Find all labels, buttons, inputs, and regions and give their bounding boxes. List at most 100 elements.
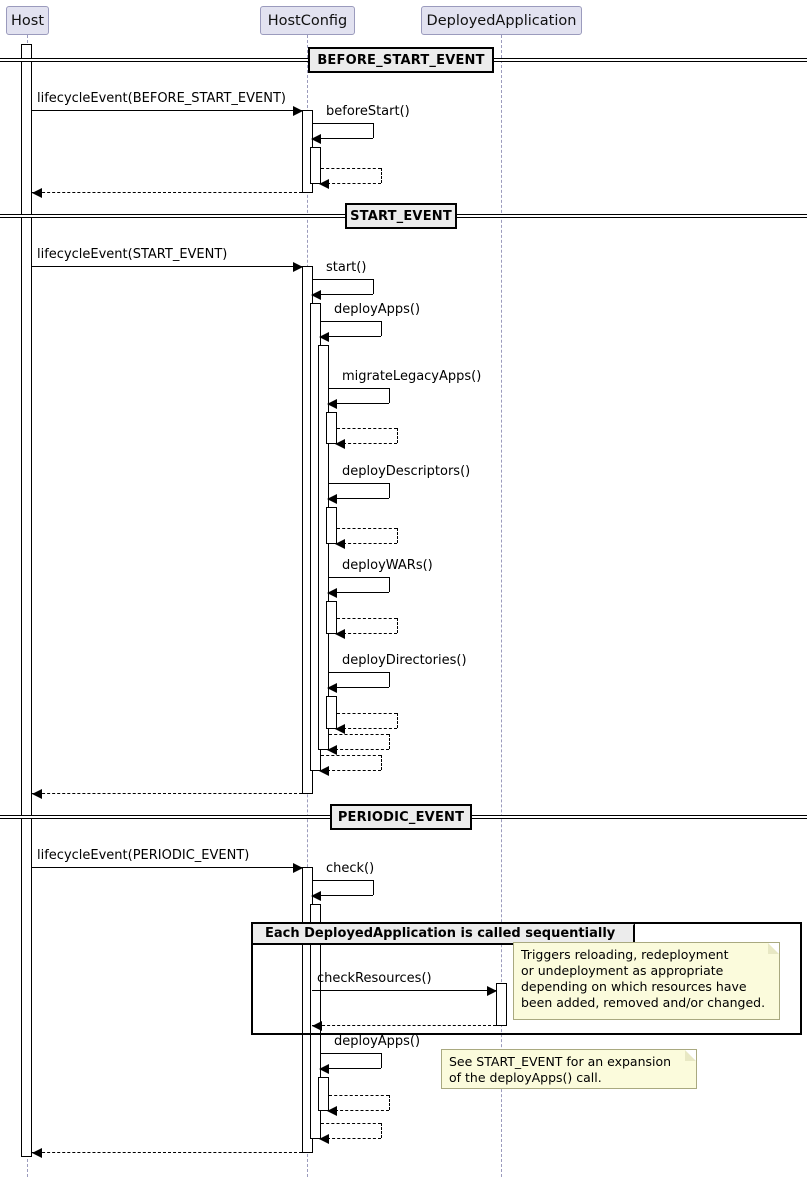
arrowhead-deploy-descriptors-return — [335, 539, 345, 549]
message-label-deploy-apps-periodic: deployApps() — [334, 1034, 421, 1049]
sequential-group — [251, 922, 802, 1035]
selfcall-bottom-deploy-apps — [327, 336, 381, 337]
selfcall-side-deploy-directories — [389, 672, 390, 687]
selfcall-side-deploy-directories-return — [397, 713, 398, 728]
hostconfig-self-activation-7 — [326, 696, 337, 729]
message-label-deploy-apps: deployApps() — [334, 302, 421, 317]
selfcall-bottom-migrate-legacy-return — [343, 443, 397, 444]
participant-host[interactable]: Host — [6, 6, 49, 35]
message-label-migrate-legacy-apps: migrateLegacyApps() — [342, 369, 482, 384]
selfcall-top-deploy-wars — [329, 577, 389, 578]
selfcall-side-deploy-apps-periodic-return — [389, 1095, 390, 1110]
message-line-start-reply — [32, 793, 302, 794]
divider-label-periodic_event: PERIODIC_EVENT — [330, 804, 472, 830]
selfcall-bottom-before-start-return — [327, 183, 381, 184]
sequential-group-label: Each DeployedApplication is called seque… — [253, 924, 635, 945]
selfcall-side-deploy-descriptors-return — [397, 528, 398, 543]
arrowhead-deploy-apps-periodic-return — [327, 1106, 337, 1116]
selfcall-side-check-return — [381, 1123, 382, 1138]
arrowhead-lifecycle-before-start — [293, 106, 303, 116]
message-label-deploy-wars: deployWARs() — [342, 558, 433, 573]
selfcall-side-start-return — [381, 755, 382, 770]
arrowhead-deploy-directories — [327, 683, 337, 693]
selfcall-top-migrate-legacy-apps — [329, 388, 389, 389]
selfcall-top-deploy-directories-return — [337, 713, 397, 714]
message-line-lifecycle-before-start — [32, 110, 302, 111]
arrowhead-lifecycle-start — [293, 262, 303, 272]
selfcall-bottom-deploy-directories-return — [343, 728, 397, 729]
selfcall-bottom-start-return — [327, 770, 381, 771]
participant-hostconfig[interactable]: HostConfig — [260, 6, 355, 35]
arrowhead-deploy-apps — [319, 332, 329, 342]
arrowhead-deploy-apps-return — [327, 745, 337, 755]
arrowhead-start-return — [319, 766, 329, 776]
message-label-before-start: beforeStart() — [326, 104, 410, 119]
hostconfig-self-activation-4 — [326, 412, 337, 444]
arrowhead-lifecycle-periodic — [293, 863, 303, 873]
selfcall-side-migrate-legacy-apps — [389, 388, 390, 403]
selfcall-top-deploy-directories — [329, 672, 389, 673]
arrowhead-start-reply — [32, 789, 42, 799]
arrowhead-check — [311, 891, 321, 901]
selfcall-top-deploy-apps — [321, 321, 381, 322]
selfcall-top-check — [313, 880, 373, 881]
hostconfig-self-activation-5 — [326, 507, 337, 544]
selfcall-side-before-start-return — [381, 168, 382, 183]
selfcall-side-check — [373, 880, 374, 895]
arrowhead-migrate-legacy-apps — [327, 399, 337, 409]
selfcall-bottom-migrate-legacy-apps — [335, 403, 389, 404]
selfcall-top-deploy-apps-periodic-return — [329, 1095, 389, 1096]
arrowhead-migrate-legacy-return — [335, 439, 345, 449]
message-line-lifecycle-periodic — [32, 867, 302, 868]
selfcall-top-deploy-descriptors-return — [337, 528, 397, 529]
selfcall-top-deploy-apps-return — [329, 734, 389, 735]
selfcall-bottom-deploy-directories — [335, 687, 389, 688]
selfcall-bottom-deploy-apps-return — [335, 749, 389, 750]
divider-label-start_event: START_EVENT — [345, 203, 457, 229]
selfcall-side-deploy-descriptors — [389, 483, 390, 498]
deploy-apps-note-fold-inner — [685, 1050, 696, 1061]
selfcall-bottom-deploy-descriptors-return — [343, 543, 397, 544]
selfcall-bottom-check — [319, 895, 373, 896]
deploy-apps-note: See START_EVENT for an expansion of the … — [441, 1049, 697, 1089]
selfcall-top-deploy-apps-periodic — [321, 1053, 381, 1054]
message-line-check-resources-return — [312, 1025, 496, 1026]
selfcall-top-start-return — [321, 755, 381, 756]
selfcall-side-migrate-legacy-return — [397, 428, 398, 443]
arrowhead-deploy-wars — [327, 588, 337, 598]
message-label-lifecycle-start: lifecycleEvent(START_EVENT) — [37, 247, 228, 262]
selfcall-bottom-deploy-wars — [335, 592, 389, 593]
arrowhead-start — [311, 290, 321, 300]
selfcall-bottom-deploy-apps-periodic-return — [335, 1110, 389, 1111]
deployedapp-activation — [496, 983, 507, 1026]
selfcall-side-deploy-apps — [381, 321, 382, 336]
message-line-lifecycle-start — [32, 266, 302, 267]
message-line-periodic-reply — [32, 1152, 302, 1153]
message-label-deploy-descriptors: deployDescriptors() — [342, 464, 471, 479]
participant-deployedapplication[interactable]: DeployedApplication — [421, 6, 582, 35]
selfcall-side-before-start — [373, 123, 374, 138]
message-label-lifecycle-periodic: lifecycleEvent(PERIODIC_EVENT) — [37, 848, 250, 863]
selfcall-bottom-deploy-descriptors — [335, 498, 389, 499]
selfcall-side-deploy-apps-periodic — [381, 1053, 382, 1068]
selfcall-top-before-start — [313, 123, 373, 124]
selfcall-top-before-start-return — [321, 168, 381, 169]
arrowhead-before-start-reply — [32, 188, 42, 198]
arrowhead-before-start — [311, 134, 321, 144]
message-line-before-start-reply — [32, 192, 302, 193]
arrowhead-check-resources — [487, 986, 497, 996]
selfcall-top-migrate-legacy-return — [337, 428, 397, 429]
arrowhead-deploy-descriptors — [327, 494, 337, 504]
selfcall-top-deploy-wars-return — [337, 618, 397, 619]
lifeline-deployedapplication — [501, 35, 502, 1177]
arrowhead-check-return — [319, 1134, 329, 1144]
arrowhead-deploy-wars-return — [335, 629, 345, 639]
selfcall-side-start — [373, 279, 374, 294]
hostconfig-self-activation-6 — [326, 601, 337, 634]
message-label-check-resources: checkResources() — [317, 971, 432, 986]
check-resources-note-fold-inner — [768, 943, 779, 954]
arrowhead-deploy-apps-periodic — [319, 1064, 329, 1074]
arrowhead-check-resources-return — [312, 1021, 322, 1031]
message-label-check: check() — [326, 861, 375, 876]
